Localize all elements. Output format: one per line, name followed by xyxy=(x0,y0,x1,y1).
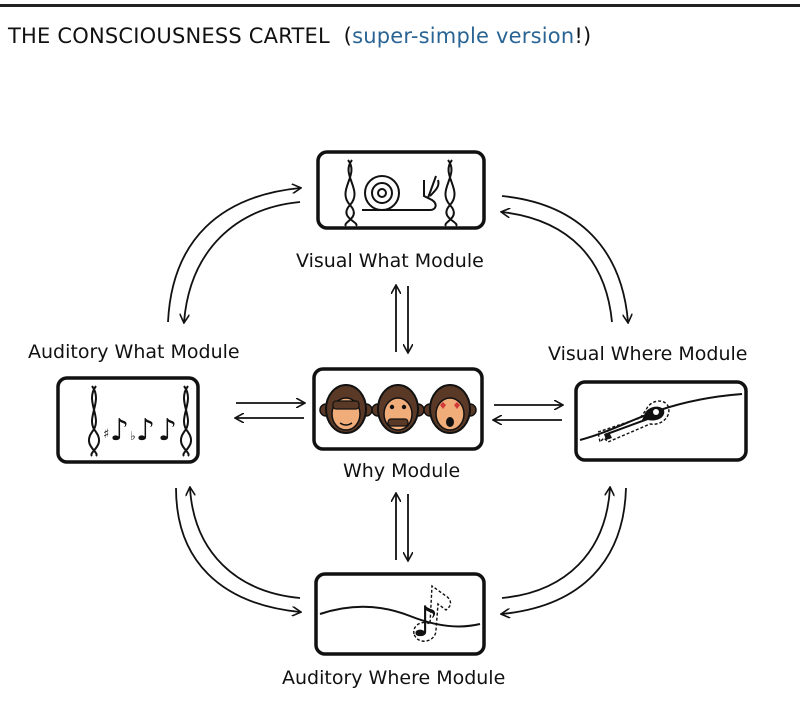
monkey-2 xyxy=(371,384,425,434)
key-icon xyxy=(597,400,670,444)
snail-icon xyxy=(344,159,458,227)
top-rule xyxy=(0,4,800,7)
svg-text:♪: ♪ xyxy=(158,413,177,448)
auditory-what-label: Auditory What Module xyxy=(28,341,240,363)
three-monkeys-icon xyxy=(319,384,477,434)
auditory-what-box: ♯ ♪ ♭ ♪ ♪ xyxy=(56,376,200,464)
arrows-auditory-what-visual-what xyxy=(167,188,300,322)
notes-glyphs: ♯ ♪ ♭ ♪ ♪ xyxy=(103,413,177,448)
monkey-3 xyxy=(423,384,477,434)
arrows-why-visual-where xyxy=(494,405,562,420)
monkey-1 xyxy=(319,384,373,434)
svg-text:♪: ♪ xyxy=(110,413,129,448)
arrows-auditory-what-auditory-where xyxy=(175,488,300,612)
svg-text:♭: ♭ xyxy=(130,429,136,443)
music-notes-icon xyxy=(87,385,193,457)
visual-where-box xyxy=(574,380,748,462)
title-main: THE CONSCIOUSNESS CARTEL xyxy=(8,24,330,48)
title-close-paren: !) xyxy=(574,24,592,48)
why-box xyxy=(312,367,484,451)
auditory-where-label: Auditory Where Module xyxy=(282,667,506,689)
arrows-auditory-where-visual-where xyxy=(502,488,627,614)
auditory-where-box: ♪ xyxy=(314,572,486,656)
svg-text:♪: ♪ xyxy=(136,413,155,448)
arrows-why-auditory-what xyxy=(236,403,304,418)
svg-text:♪: ♪ xyxy=(412,597,439,646)
visual-what-box xyxy=(316,150,486,230)
visual-what-label: Visual What Module xyxy=(296,250,484,272)
page-title: THE CONSCIOUSNESS CARTEL (super-simple v… xyxy=(8,24,591,48)
arrows-why-auditory-where xyxy=(396,494,408,560)
music-note-icon: ♪ xyxy=(412,584,452,646)
why-label: Why Module xyxy=(343,460,461,482)
arrows-visual-what-visual-where xyxy=(502,195,628,322)
arrows-why-visual-what xyxy=(396,286,408,352)
visual-where-label: Visual Where Module xyxy=(548,343,748,365)
title-subtitle: super-simple version xyxy=(352,24,575,48)
title-open-paren: ( xyxy=(343,24,353,48)
svg-text:♯: ♯ xyxy=(103,427,109,442)
